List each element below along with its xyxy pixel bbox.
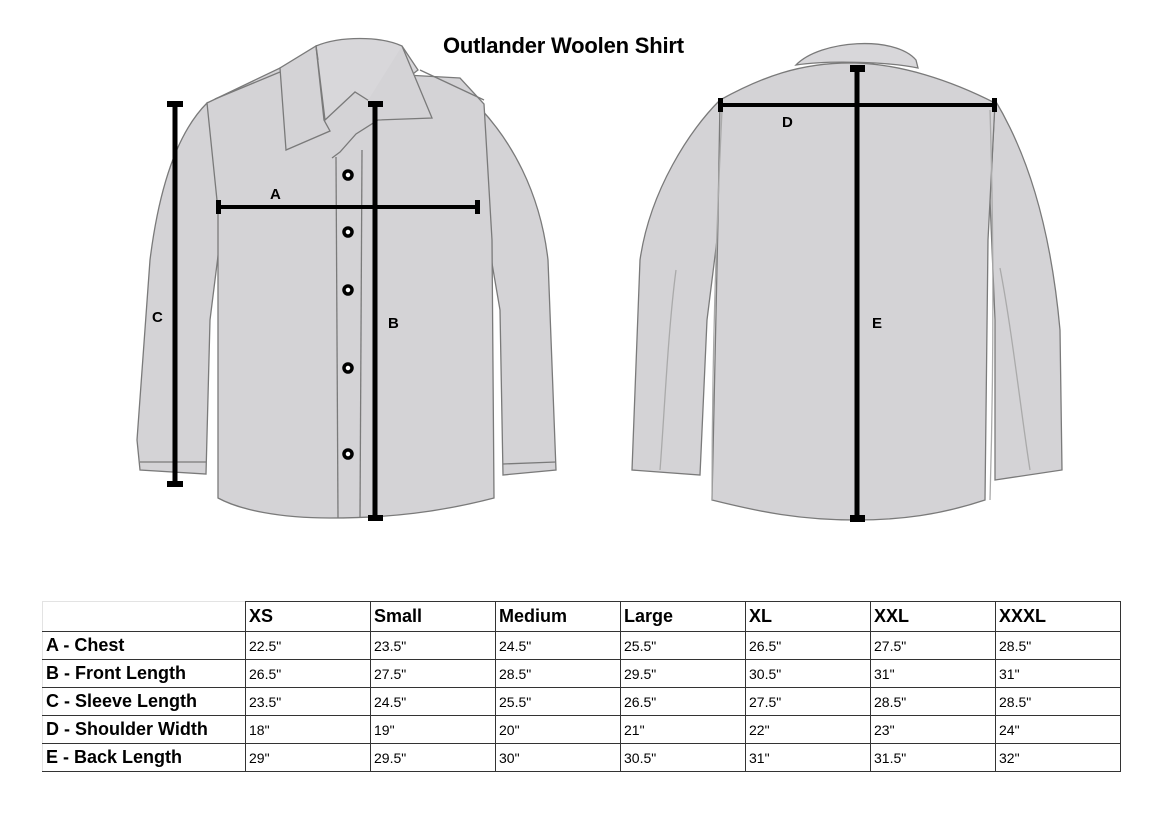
table-cell: 30" — [495, 743, 621, 772]
size-chart-table: XS Small Medium Large XL XXL XXXL A - Ch… — [42, 601, 1121, 772]
column-header: Large — [620, 601, 746, 632]
table-cell: 23" — [870, 715, 996, 744]
table-cell: 32" — [995, 743, 1121, 772]
row-label: A - Chest — [42, 631, 246, 660]
label-c: C — [152, 309, 163, 326]
table-cell: 31" — [995, 659, 1121, 688]
table-cell: 26.5" — [245, 659, 371, 688]
table-cell: 19" — [370, 715, 496, 744]
row-label: C - Sleeve Length — [42, 687, 246, 716]
front-buttons — [342, 169, 354, 460]
table-cell: 24.5" — [495, 631, 621, 660]
table-cell: 24" — [995, 715, 1121, 744]
table-cell: 22" — [745, 715, 871, 744]
page-title: Outlander Woolen Shirt — [443, 33, 684, 58]
label-d: D — [782, 114, 793, 131]
label-e: E — [872, 315, 882, 332]
table-cell: 28.5" — [995, 687, 1121, 716]
table-cell: 24.5" — [370, 687, 496, 716]
table-cell: 30.5" — [745, 659, 871, 688]
table-row: D - Shoulder Width 18" 19" 20" 21" 22" 2… — [42, 715, 1121, 744]
table-cell: 27.5" — [370, 659, 496, 688]
table-cell: 22.5" — [245, 631, 371, 660]
front-measure-lines — [167, 101, 480, 521]
table-row: A - Chest 22.5" 23.5" 24.5" 25.5" 26.5" … — [42, 631, 1121, 660]
column-header: XXXL — [995, 601, 1121, 632]
table-row: C - Sleeve Length 23.5" 24.5" 25.5" 26.5… — [42, 687, 1121, 716]
row-label: B - Front Length — [42, 659, 246, 688]
column-header: XXL — [870, 601, 996, 632]
back-shirt-illustration — [631, 43, 1063, 521]
table-row: E - Back Length 29" 29.5" 30" 30.5" 31" … — [42, 743, 1121, 772]
front-shirt-illustration — [136, 37, 557, 519]
column-header: Small — [370, 601, 496, 632]
table-cell: 29.5" — [370, 743, 496, 772]
row-label: D - Shoulder Width — [42, 715, 246, 744]
table-cell: 26.5" — [620, 687, 746, 716]
column-header: XL — [745, 601, 871, 632]
table-cell: 26.5" — [745, 631, 871, 660]
table-cell: 31" — [870, 659, 996, 688]
table-row: B - Front Length 26.5" 27.5" 28.5" 29.5"… — [42, 659, 1121, 688]
table-cell: 27.5" — [870, 631, 996, 660]
table-cell: 29" — [245, 743, 371, 772]
table-cell: 29.5" — [620, 659, 746, 688]
table-cell: 18" — [245, 715, 371, 744]
row-label: E - Back Length — [42, 743, 246, 772]
table-cell: 28.5" — [495, 659, 621, 688]
table-cell: 23.5" — [370, 631, 496, 660]
label-b: B — [388, 315, 399, 332]
table-header-row: XS Small Medium Large XL XXL XXXL — [42, 601, 1121, 632]
shirt-diagram: A B C D E — [136, 37, 1063, 522]
table-cell: 25.5" — [495, 687, 621, 716]
column-header: XS — [245, 601, 371, 632]
table-cell: 27.5" — [745, 687, 871, 716]
table-cell: 30.5" — [620, 743, 746, 772]
table-cell: 28.5" — [870, 687, 996, 716]
table-cell: 31.5" — [870, 743, 996, 772]
label-a: A — [270, 186, 281, 203]
table-cell: 25.5" — [620, 631, 746, 660]
table-corner-cell — [42, 601, 246, 632]
table-cell: 21" — [620, 715, 746, 744]
table-cell: 31" — [745, 743, 871, 772]
table-cell: 28.5" — [995, 631, 1121, 660]
table-cell: 23.5" — [245, 687, 371, 716]
column-header: Medium — [495, 601, 621, 632]
table-cell: 20" — [495, 715, 621, 744]
back-measure-lines — [718, 65, 997, 522]
